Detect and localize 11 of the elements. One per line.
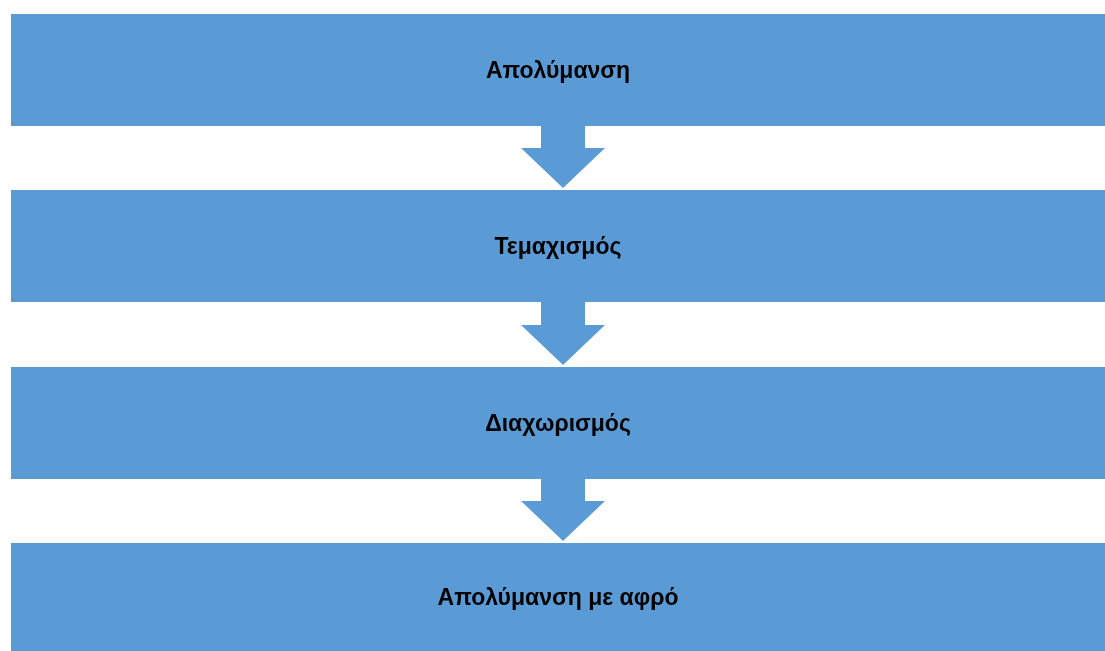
process-box <box>11 190 1105 302</box>
block-arrow <box>521 126 605 188</box>
process-box <box>11 543 1105 651</box>
block-arrow <box>521 302 605 365</box>
step-label: Τεμαχισμός <box>494 231 622 261</box>
process-box <box>11 14 1105 126</box>
step-label: Διαχωρισμός <box>485 408 631 438</box>
step-label: Απολύμανση <box>485 55 631 85</box>
step-label: Απολύμανση με αφρό <box>437 582 679 612</box>
block-arrow <box>521 479 605 541</box>
process-box <box>11 367 1105 479</box>
